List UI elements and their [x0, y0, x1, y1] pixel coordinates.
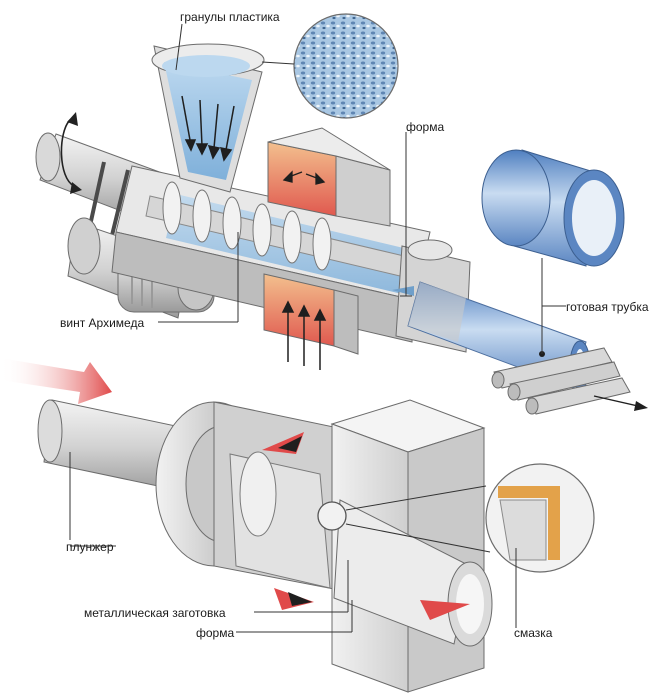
leader-lines-top — [158, 23, 566, 354]
metal-billet — [229, 451, 331, 589]
lubricant-label: смазка — [514, 626, 553, 640]
mold-label-bottom: форма — [196, 626, 235, 640]
archimedes-screw — [145, 181, 405, 277]
heat-arrow-icon — [282, 170, 326, 185]
direction-arrow-icon — [593, 395, 648, 411]
finished-tube-label: готовая трубка — [566, 300, 649, 314]
rotation-arrow-icon — [60, 119, 75, 187]
process-direction-arrow-icon — [0, 358, 112, 404]
support-rollers — [491, 347, 631, 415]
leader-lines-bottom — [69, 452, 517, 633]
screw-label: винт Архимеда — [60, 316, 145, 330]
plunger-label: плунжер — [66, 540, 114, 554]
lower-heater — [263, 273, 359, 355]
rotation-arrow-icon — [70, 182, 82, 194]
detail-circle — [317, 501, 347, 531]
movement-arrow-icon — [262, 432, 470, 620]
flow-arrow-icon — [181, 95, 235, 162]
rotation-arrow-icon — [67, 112, 78, 126]
lubricant-magnifier — [345, 463, 595, 573]
mold-label-top: форма — [406, 120, 445, 134]
granules-label: гранулы пластика — [180, 10, 280, 24]
movement-arrow-icon — [278, 436, 312, 606]
finished-tube-zoom — [481, 149, 625, 267]
billet-label: металлическая заготовка — [84, 606, 226, 620]
granules-magnifier — [261, 13, 399, 119]
upper-heater — [267, 127, 391, 227]
heat-arrow-icon — [281, 300, 327, 370]
hopper — [151, 43, 265, 193]
